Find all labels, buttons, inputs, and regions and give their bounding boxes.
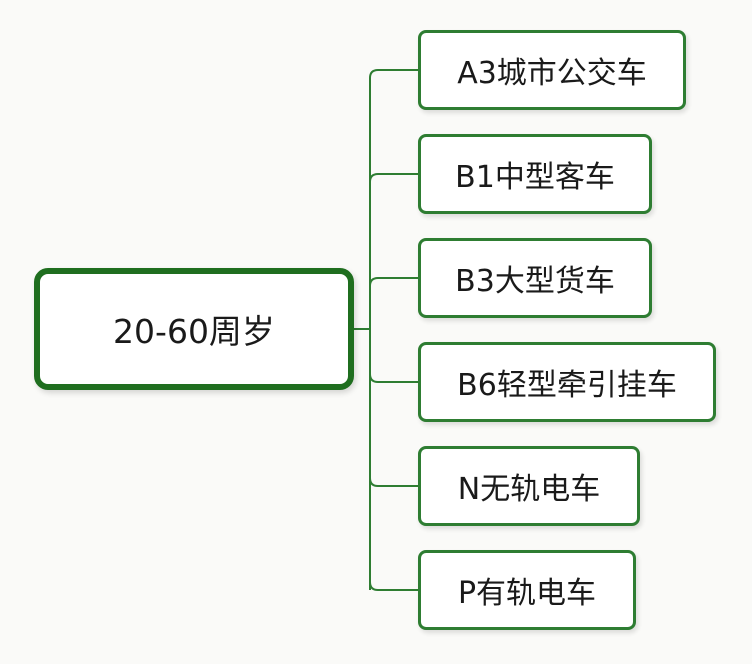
child-node-label: B6轻型牵引挂车 — [457, 368, 677, 403]
child-node-label: A3城市公交车 — [457, 56, 647, 91]
branch-connector-3 — [369, 373, 418, 383]
branch-connector-4 — [369, 477, 418, 487]
branch-connector-2 — [369, 277, 418, 287]
child-node-n: N无轨电车 — [418, 446, 640, 526]
child-node-b6: B6轻型牵引挂车 — [418, 342, 716, 422]
branch-connector-1 — [369, 173, 418, 183]
child-node-label: N无轨电车 — [457, 472, 601, 507]
child-node-b1: B1中型客车 — [418, 134, 652, 214]
child-node-b3: B3大型货车 — [418, 238, 652, 318]
root-node: 20-60周岁 — [34, 268, 354, 390]
root-node-label: 20-60周岁 — [113, 312, 275, 351]
child-node-label: P有轨电车 — [457, 576, 597, 611]
child-node-label: B3大型货车 — [455, 264, 615, 299]
child-node-a3: A3城市公交车 — [418, 30, 686, 110]
child-node-label: B1中型客车 — [455, 160, 615, 195]
child-node-p: P有轨电车 — [418, 550, 636, 630]
branch-connector-5 — [369, 581, 418, 591]
branch-connector-0 — [369, 69, 418, 79]
